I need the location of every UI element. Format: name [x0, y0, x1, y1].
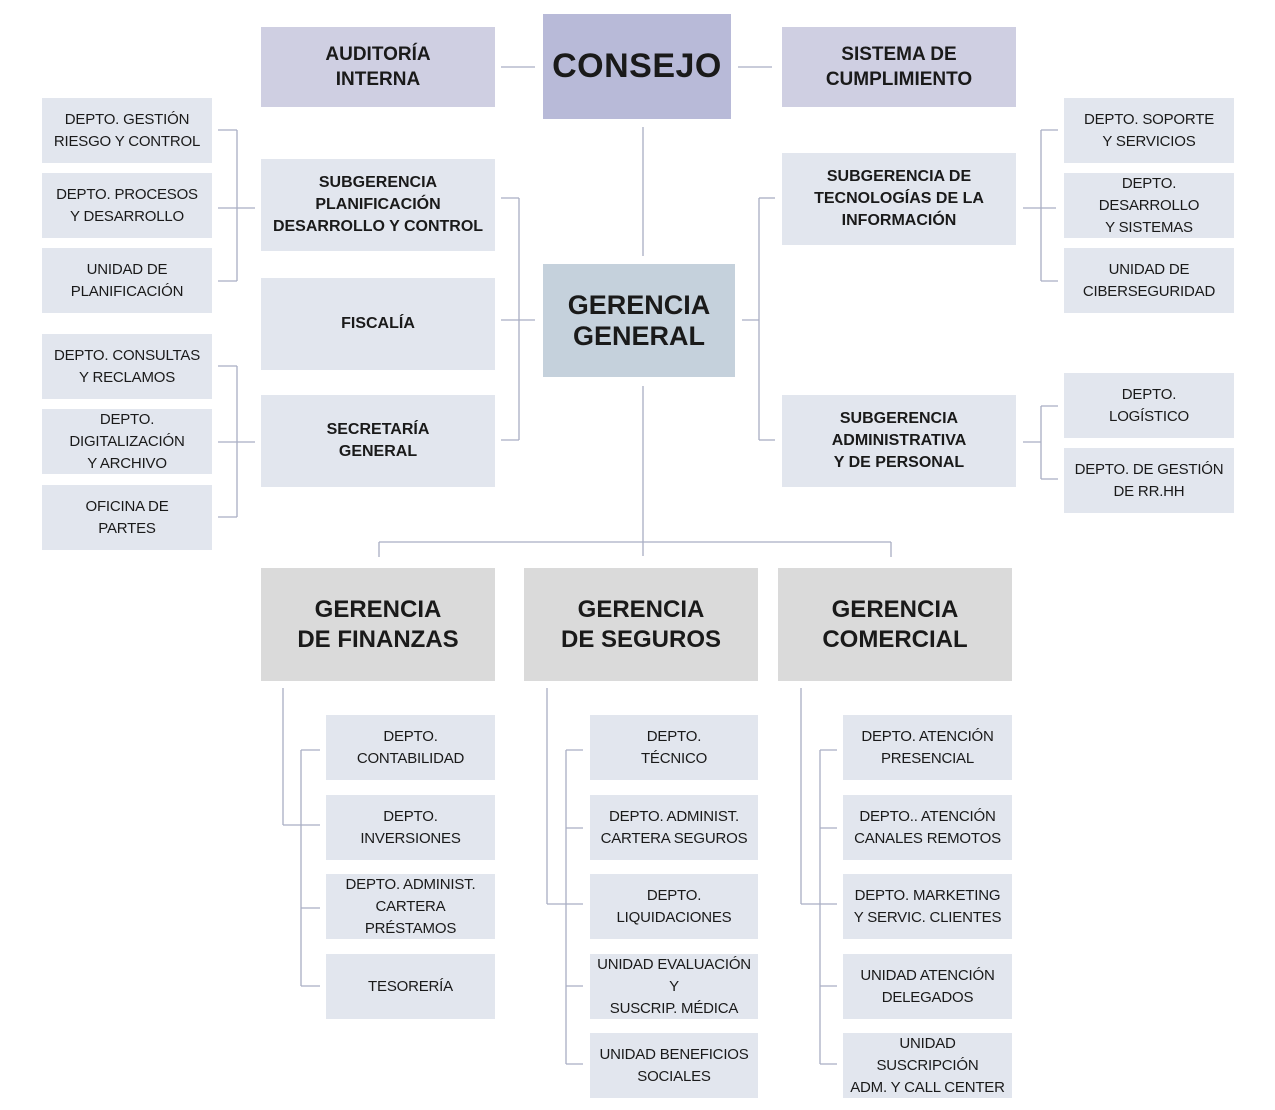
seguros-dept-label: DEPTO. TÉCNICO: [640, 727, 708, 767]
comercial-dept-box: UNIDAD SUSCRIPCIÓN ADM. Y CALL CENTER: [843, 1033, 1012, 1098]
seguros-dept-label: UNIDAD EVALUACIÓN Y SUSCRIP. MÉDICA: [597, 955, 751, 1017]
depto-gestion-riesgo-box: DEPTO. GESTIÓN RIESGO Y CONTROL: [42, 98, 212, 163]
finanzas-dept-box: DEPTO. CONTABILIDAD: [326, 715, 495, 780]
consejo-box: CONSEJO: [543, 14, 731, 119]
subgerencia-administrativa-box: SUBGERENCIA ADMINISTRATIVA Y DE PERSONAL: [782, 395, 1016, 487]
gerencia-general-box: GERENCIA GENERAL: [543, 264, 735, 377]
seguros-dept-box: UNIDAD EVALUACIÓN Y SUSCRIP. MÉDICA: [590, 954, 758, 1019]
depto-consultas-label: DEPTO. CONSULTAS Y RECLAMOS: [54, 346, 200, 386]
gerencia-seguros-box: GERENCIA DE SEGUROS: [524, 568, 758, 681]
gerencia-seguros-label: GERENCIA DE SEGUROS: [560, 595, 722, 653]
finanzas-dept-box: DEPTO. INVERSIONES: [326, 795, 495, 860]
depto-procesos-box: DEPTO. PROCESOS Y DESARROLLO: [42, 173, 212, 238]
gerencia-comercial-label: GERENCIA COMERCIAL: [822, 595, 968, 653]
comercial-dept-label: UNIDAD ATENCIÓN DELEGADOS: [860, 966, 995, 1006]
unidad-ciberseguridad-box: UNIDAD DE CIBERSEGURIDAD: [1064, 248, 1234, 313]
comercial-dept-box: UNIDAD ATENCIÓN DELEGADOS: [843, 954, 1012, 1019]
subgerencia-tecnologias-box: SUBGERENCIA DE TECNOLOGÍAS DE LA INFORMA…: [782, 153, 1016, 245]
finanzas-dept-box: TESORERÍA: [326, 954, 495, 1019]
seguros-dept-box: UNIDAD BENEFICIOS SOCIALES: [590, 1033, 758, 1098]
consejo-label: CONSEJO: [552, 47, 722, 85]
auditoria-interna-box: AUDITORÍA INTERNA: [261, 27, 495, 107]
fiscalia-label: FISCALÍA: [341, 315, 415, 332]
comercial-dept-label: DEPTO. MARKETING Y SERVIC. CLIENTES: [853, 886, 1002, 926]
unidad-planificacion-box: UNIDAD DE PLANIFICACIÓN: [42, 248, 212, 313]
comercial-dept-label: UNIDAD SUSCRIPCIÓN ADM. Y CALL CENTER: [850, 1034, 1005, 1096]
unidad-planificacion-label: UNIDAD DE PLANIFICACIÓN: [70, 260, 184, 300]
comercial-dept-label: DEPTO.. ATENCIÓN CANALES REMOTOS: [854, 807, 1001, 847]
finanzas-dept-label: TESORERÍA: [368, 977, 453, 995]
gerencia-general-label: GERENCIA GENERAL: [567, 289, 711, 351]
gerencia-comercial-box: GERENCIA COMERCIAL: [778, 568, 1012, 681]
seguros-dept-label: UNIDAD BENEFICIOS SOCIALES: [599, 1045, 749, 1085]
subgerencia-planificacion-box: SUBGERENCIA PLANIFICACIÓN DESARROLLO Y C…: [261, 159, 495, 251]
sistema-cumplimiento-box: SISTEMA DE CUMPLIMIENTO: [782, 27, 1016, 107]
auditoria-interna-label: AUDITORÍA INTERNA: [325, 44, 431, 90]
finanzas-dept-label: DEPTO. CONTABILIDAD: [356, 727, 465, 767]
finanzas-dept-label: DEPTO. INVERSIONES: [360, 807, 461, 847]
depto-rrhh-label: DEPTO. DE GESTIÓN DE RR.HH: [1074, 460, 1224, 500]
subgerencia-administrativa-label: SUBGERENCIA ADMINISTRATIVA Y DE PERSONAL: [831, 410, 967, 471]
depto-procesos-label: DEPTO. PROCESOS Y DESARROLLO: [56, 185, 198, 225]
comercial-dept-box: DEPTO. MARKETING Y SERVIC. CLIENTES: [843, 874, 1012, 939]
gerencia-finanzas-box: GERENCIA DE FINANZAS: [261, 568, 495, 681]
depto-logistico-label: DEPTO. LOGÍSTICO: [1109, 385, 1189, 425]
seguros-dept-label: DEPTO. ADMINIST. CARTERA SEGUROS: [600, 807, 748, 847]
secretaria-general-box: SECRETARÍA GENERAL: [261, 395, 495, 487]
oficina-partes-box: OFICINA DE PARTES: [42, 485, 212, 550]
gerencia-finanzas-label: GERENCIA DE FINANZAS: [297, 595, 459, 653]
sistema-cumplimiento-label: SISTEMA DE CUMPLIMIENTO: [825, 44, 973, 90]
comercial-dept-label: DEPTO. ATENCIÓN PRESENCIAL: [861, 727, 994, 767]
depto-desarrollo-box: DEPTO. DESARROLLO Y SISTEMAS: [1064, 173, 1234, 238]
secretaria-general-label: SECRETARÍA GENERAL: [326, 421, 430, 460]
subgerencia-planificacion-label: SUBGERENCIA PLANIFICACIÓN DESARROLLO Y C…: [272, 174, 484, 235]
subgerencia-tecnologias-label: SUBGERENCIA DE TECNOLOGÍAS DE LA INFORMA…: [814, 168, 984, 229]
fiscalia-box: FISCALÍA: [261, 278, 495, 370]
depto-consultas-box: DEPTO. CONSULTAS Y RECLAMOS: [42, 334, 212, 399]
seguros-dept-label: DEPTO. LIQUIDACIONES: [616, 886, 732, 926]
depto-digitalizacion-box: DEPTO. DIGITALIZACIÓN Y ARCHIVO: [42, 409, 212, 474]
seguros-dept-box: DEPTO. TÉCNICO: [590, 715, 758, 780]
depto-logistico-box: DEPTO. LOGÍSTICO: [1064, 373, 1234, 438]
depto-rrhh-box: DEPTO. DE GESTIÓN DE RR.HH: [1064, 448, 1234, 513]
seguros-dept-box: DEPTO. LIQUIDACIONES: [590, 874, 758, 939]
finanzas-dept-label: DEPTO. ADMINIST. CARTERA PRÉSTAMOS: [345, 875, 476, 937]
comercial-dept-box: DEPTO. ATENCIÓN PRESENCIAL: [843, 715, 1012, 780]
depto-gestion-riesgo-label: DEPTO. GESTIÓN RIESGO Y CONTROL: [53, 110, 201, 150]
depto-desarrollo-label: DEPTO. DESARROLLO Y SISTEMAS: [1098, 174, 1200, 236]
oficina-partes-label: OFICINA DE PARTES: [85, 497, 169, 537]
depto-soporte-label: DEPTO. SOPORTE Y SERVICIOS: [1083, 110, 1214, 150]
depto-digitalizacion-label: DEPTO. DIGITALIZACIÓN Y ARCHIVO: [69, 410, 185, 472]
seguros-dept-box: DEPTO. ADMINIST. CARTERA SEGUROS: [590, 795, 758, 860]
comercial-dept-box: DEPTO.. ATENCIÓN CANALES REMOTOS: [843, 795, 1012, 860]
unidad-ciberseguridad-label: UNIDAD DE CIBERSEGURIDAD: [1082, 260, 1216, 300]
finanzas-dept-box: DEPTO. ADMINIST. CARTERA PRÉSTAMOS: [326, 874, 495, 939]
depto-soporte-box: DEPTO. SOPORTE Y SERVICIOS: [1064, 98, 1234, 163]
